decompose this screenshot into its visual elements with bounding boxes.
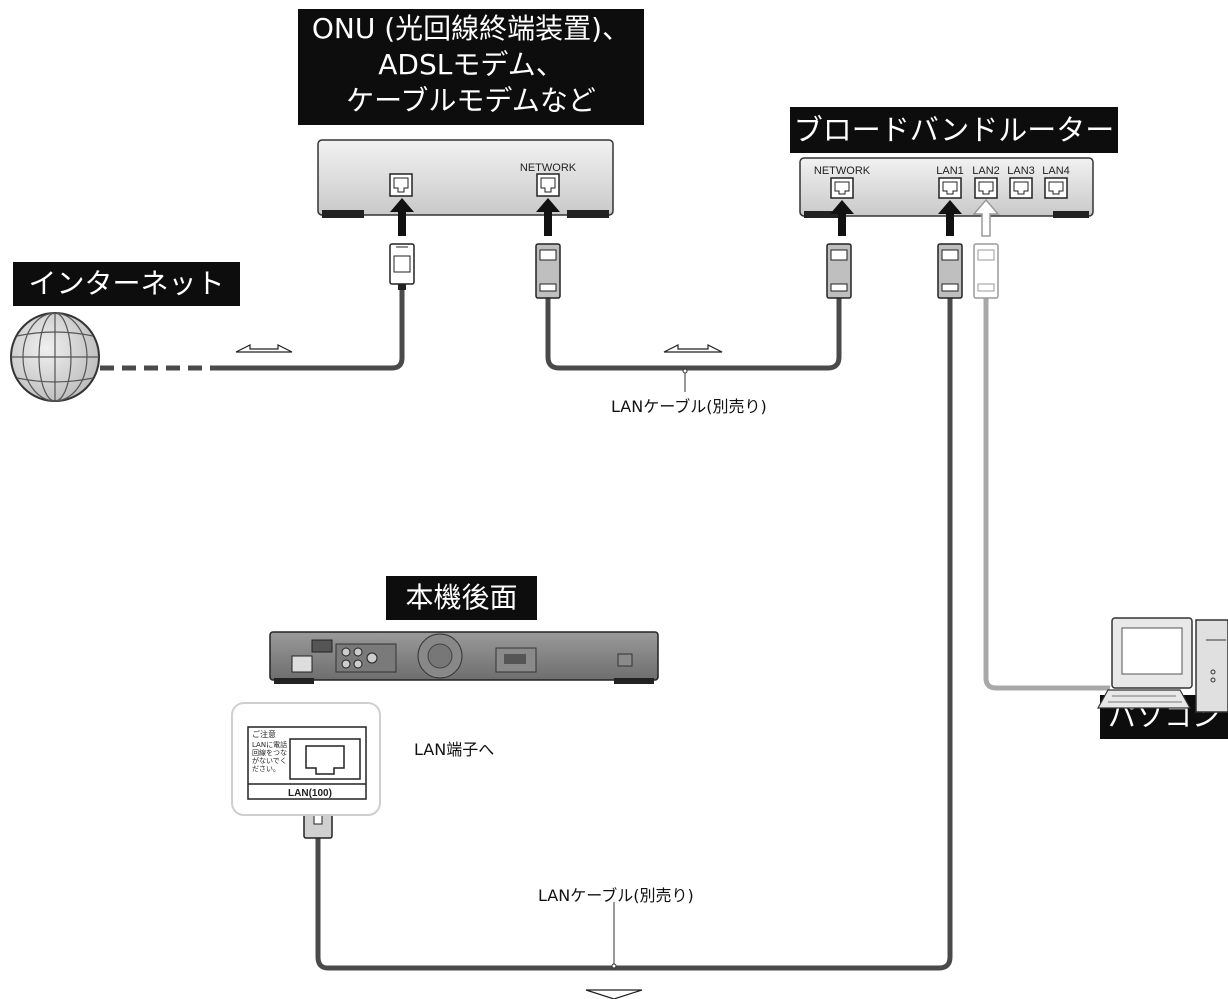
- modem-label-line1: ONU (光回線終端装置)、: [311, 12, 631, 45]
- router-port-lan3: [1009, 177, 1033, 199]
- cable-caption-top: LANケーブル(別売り): [611, 397, 767, 416]
- bidirectional-arrow-icon-2: [663, 344, 723, 353]
- cable-caption-bottom: LANケーブル(別売り): [538, 886, 694, 905]
- cable-internet: [215, 290, 405, 371]
- arrow-up-icon: [536, 198, 560, 236]
- cable-lan1-unit: [315, 298, 953, 971]
- globe-icon: [10, 312, 100, 402]
- lan-plug-light-icon: [973, 243, 999, 299]
- unit-rear-device: [269, 631, 659, 684]
- router-port-lan4: [1044, 177, 1068, 199]
- modem-port-network: [536, 173, 560, 197]
- router-port-lan2: [974, 177, 998, 199]
- router-lan1-label: LAN1: [936, 165, 964, 177]
- router-label-text: ブロードバンドルーター: [793, 113, 1115, 147]
- router-port-network: [830, 177, 854, 199]
- lan-terminal-panel: ご注意 LAN(100): [231, 702, 381, 816]
- arrow-up-icon: [390, 198, 414, 236]
- router-port-lan1: [938, 177, 962, 199]
- modem-device: NETWORK: [317, 139, 614, 218]
- phone-plug-icon: [389, 243, 415, 290]
- cable-modem-router: [545, 298, 842, 371]
- router-label: ブロードバンドルーター: [790, 107, 1118, 153]
- router-lan3-label: LAN3: [1007, 165, 1035, 177]
- modem-network-label: NETWORK: [520, 162, 577, 174]
- modem-port-left: [389, 173, 413, 197]
- lan-terminal-caption: LAN端子へ: [414, 740, 495, 759]
- modem-label-line3: ケーブルモデムなど: [346, 84, 596, 117]
- lan-port-label: LAN(100): [288, 788, 332, 799]
- unit-rear-label: 本機後面: [386, 576, 537, 620]
- router-device: NETWORK LAN1 LAN2 LAN3 LAN4: [799, 157, 1094, 218]
- internet-label-text: インターネット: [28, 267, 225, 300]
- modem-label: ONU (光回線終端装置)、 ADSLモデム、 ケーブルモデムなど: [298, 9, 644, 125]
- pc-icon: [1096, 617, 1228, 713]
- internet-label: インターネット: [13, 262, 240, 306]
- arrow-up-icon: [938, 200, 962, 236]
- unit-rear-label-text: 本機後面: [405, 581, 518, 614]
- arrow-up-light-icon: [972, 198, 1000, 237]
- lan-plug-icon: [535, 243, 963, 299]
- arrow-up-icon: [830, 200, 854, 236]
- router-lan2-label: LAN2: [972, 165, 1000, 177]
- lan-caution-body: LANに電話回線をつながないでください。: [252, 741, 288, 773]
- modem-label-line2: ADSLモデム、: [378, 48, 564, 81]
- bidirectional-arrow-icon-3: [585, 989, 643, 999]
- lan-caution-title: ご注意: [252, 729, 276, 739]
- router-network-label: NETWORK: [814, 165, 871, 177]
- cable-lan2-pc: [983, 298, 1110, 691]
- bidirectional-arrow-icon: [235, 344, 293, 353]
- router-lan4-label: LAN4: [1042, 165, 1070, 177]
